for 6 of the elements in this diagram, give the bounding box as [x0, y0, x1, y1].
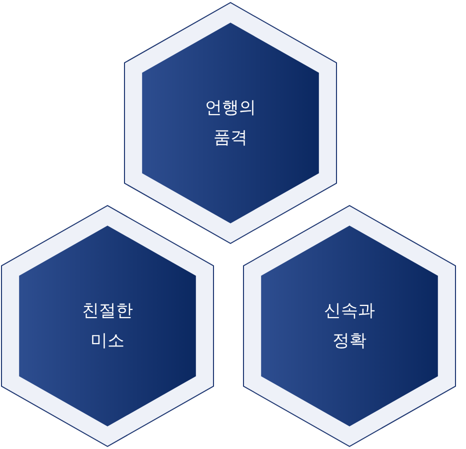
hexagon-tile [1, 205, 214, 447]
hexagon-tile [124, 2, 337, 244]
hexagon-label: 언행의 품격 [204, 97, 257, 150]
hexagon-label: 신속과 정확 [323, 300, 376, 353]
hexagon-tile [243, 205, 456, 447]
hexagon-label: 친절한 미소 [81, 300, 134, 353]
